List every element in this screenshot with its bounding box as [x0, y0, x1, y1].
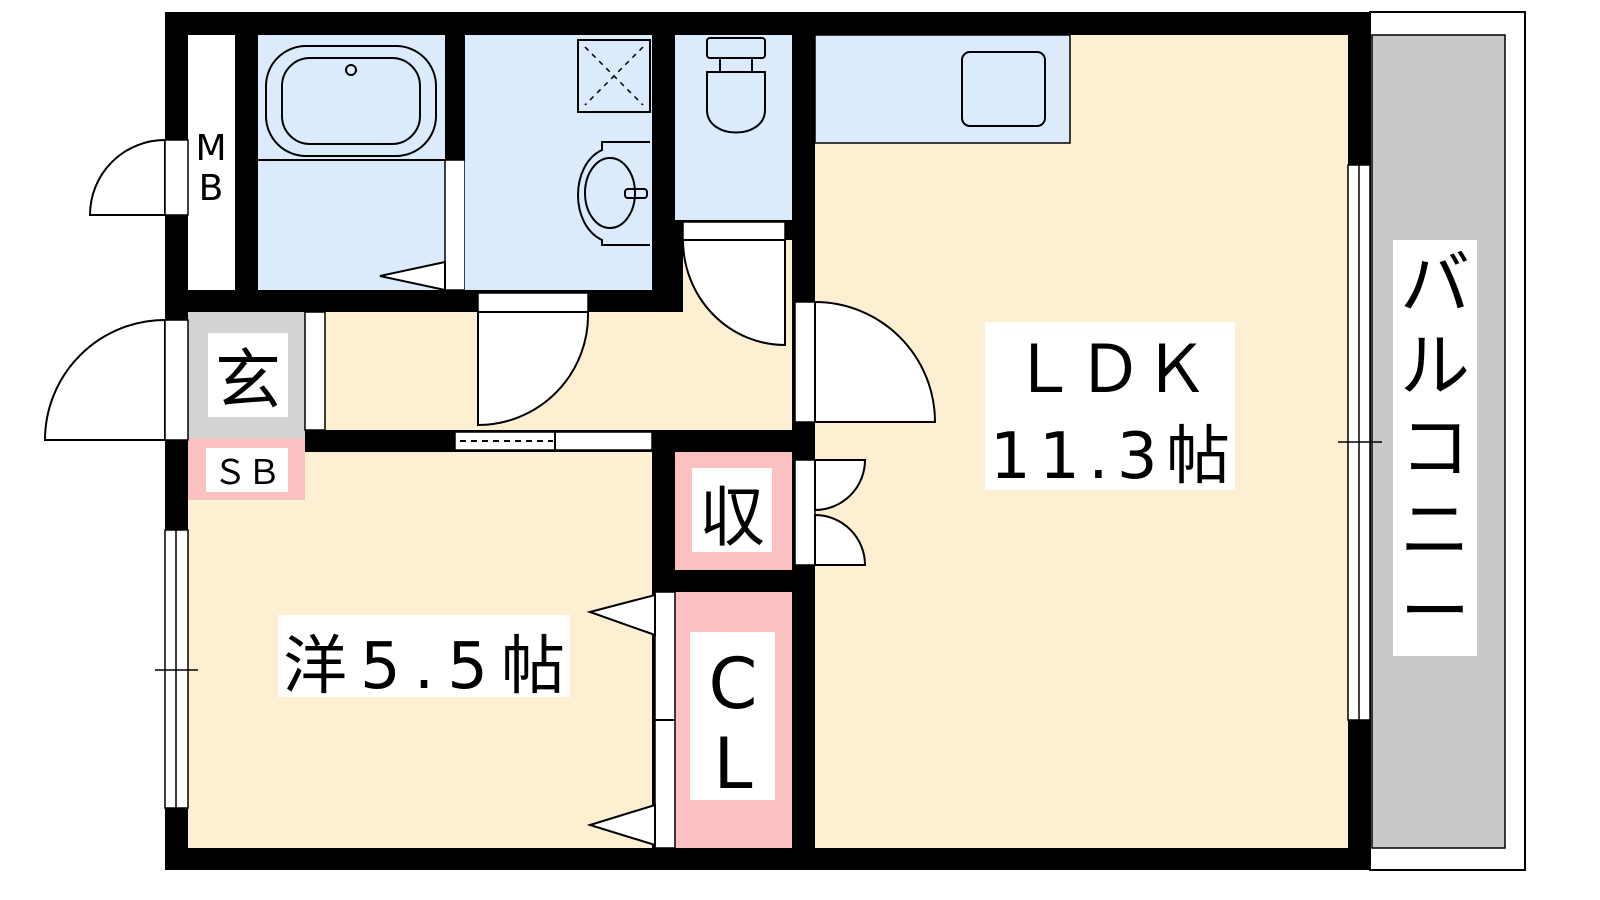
meter-box-label-m: M: [195, 128, 226, 169]
svg-text:ー: ー: [1400, 571, 1470, 653]
shoe-box-label: ＳＢ: [213, 453, 281, 493]
kitchen-sink-icon: [961, 51, 1046, 127]
meter-box: [188, 35, 235, 290]
ldk-door[interactable]: [814, 300, 937, 423]
western-room-label: 洋5.5帖: [283, 630, 565, 704]
ldk-label: ＬＤＫ: [1011, 331, 1209, 408]
svg-text:ル: ル: [1400, 325, 1470, 407]
storage-door[interactable]: [814, 459, 867, 512]
storage-label: 収: [699, 479, 765, 556]
washing-machine-pan-icon: [577, 39, 651, 113]
entrance-door[interactable]: [43, 318, 166, 441]
closet-label-l: L: [714, 723, 753, 805]
balcony: [1369, 11, 1526, 871]
bathtub-icon: [265, 45, 437, 157]
meter-box-door[interactable]: [88, 138, 166, 216]
ldk-window: [1338, 164, 1382, 721]
washroom-door[interactable]: [477, 311, 590, 427]
toilet-icon: [706, 37, 766, 134]
svg-text:コ: コ: [1400, 407, 1470, 489]
bathroom: [258, 35, 445, 290]
svg-text:バ: バ: [1400, 243, 1470, 325]
svg-text:ニ: ニ: [1400, 489, 1470, 571]
bath-door[interactable]: [444, 159, 466, 291]
bedroom-window: [155, 529, 198, 809]
toilet-door[interactable]: [681, 239, 786, 347]
balcony-label: バ ル コ ニ ー: [1400, 243, 1470, 653]
meter-box-label-b: B: [199, 168, 224, 209]
entrance-label: 玄: [215, 342, 281, 419]
toilet-room: [675, 35, 792, 220]
wash-basin-icon: [577, 141, 650, 246]
washroom: [465, 35, 652, 290]
bedroom-sliding-door[interactable]: [454, 431, 653, 451]
closet-label-c: C: [709, 643, 758, 725]
